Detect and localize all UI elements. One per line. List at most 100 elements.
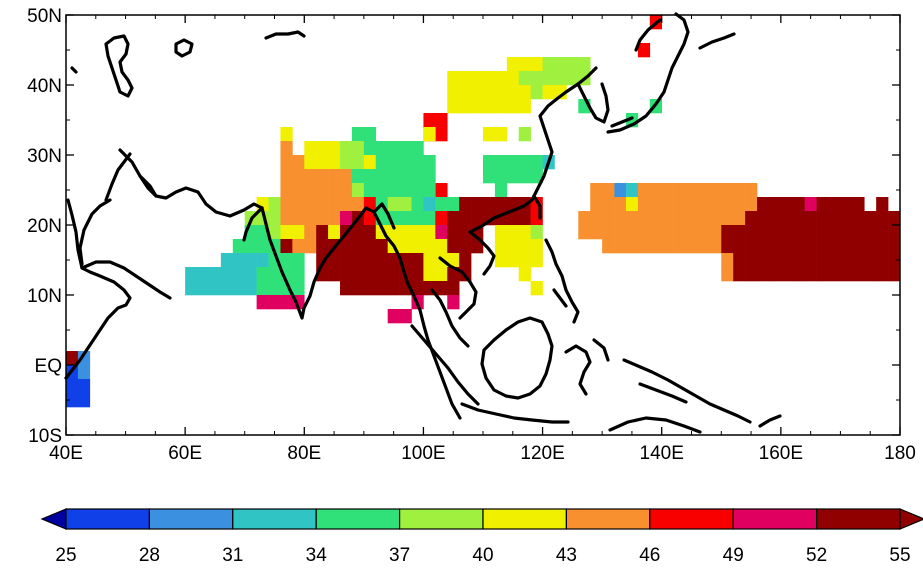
x-tick-label: 140E <box>640 443 684 464</box>
heatmap-cell <box>506 99 520 114</box>
heatmap-cell <box>518 57 531 72</box>
heatmap-cell <box>721 183 734 198</box>
heatmap-cell <box>661 211 674 226</box>
heatmap-cell <box>530 85 543 100</box>
heatmap-cell <box>375 253 388 268</box>
heatmap-cell <box>351 141 365 156</box>
heatmap-cell <box>530 239 543 254</box>
heatmap-cell <box>745 253 758 268</box>
heatmap-cell <box>435 197 448 212</box>
heatmap-cell <box>423 127 436 142</box>
heatmap-cell <box>566 57 579 72</box>
heatmap-cell <box>792 253 805 268</box>
heatmap-cell <box>280 141 293 156</box>
colorbar-label: 55 <box>889 545 910 566</box>
colorbar-below-arrow <box>40 508 67 530</box>
heatmap-cell <box>840 211 853 226</box>
heatmap-cell <box>733 183 746 198</box>
heatmap-cell <box>435 211 448 226</box>
heatmap-cell <box>697 239 710 254</box>
colorbar-segment <box>399 508 484 530</box>
heatmap-cell <box>304 239 317 254</box>
heatmap-cell <box>816 225 829 240</box>
heatmap-cell <box>792 239 805 254</box>
heatmap-cell <box>506 57 520 72</box>
heatmap-cell <box>780 211 794 226</box>
heatmap-cell <box>494 85 508 100</box>
heatmap-cell <box>447 295 460 310</box>
heatmap-cell <box>292 267 305 282</box>
heatmap-cell <box>435 267 448 282</box>
heatmap-cell <box>375 183 388 198</box>
heatmap-cell <box>828 197 841 212</box>
heatmap-cell <box>328 141 341 156</box>
heatmap-cell <box>66 393 79 408</box>
heatmap-cell <box>459 211 472 226</box>
x-tick-label: 120E <box>520 443 564 464</box>
heatmap-cell <box>876 225 889 240</box>
heatmap-cell <box>721 239 734 254</box>
y-tick-label: 40N <box>27 76 62 97</box>
heatmap-cell <box>816 253 829 268</box>
heatmap-cell <box>351 183 365 198</box>
heatmap-cell <box>721 267 734 282</box>
heatmap-cell <box>745 225 758 240</box>
heatmap-cell <box>506 225 520 240</box>
heatmap-cell <box>876 211 889 226</box>
heatmap-cell <box>340 253 353 268</box>
heatmap-cell <box>363 183 377 198</box>
heatmap-cell <box>828 211 841 226</box>
heatmap-cell <box>292 211 305 226</box>
heatmap-cell <box>542 71 555 86</box>
heatmap-cell <box>244 253 257 268</box>
heatmap-cell <box>566 71 579 86</box>
colorbar-label: 52 <box>806 545 827 566</box>
heatmap-cells <box>66 15 901 408</box>
heatmap-cell <box>888 225 901 240</box>
heatmap-cell <box>614 239 627 254</box>
heatmap-cell <box>351 239 365 254</box>
heatmap-cell <box>328 197 341 212</box>
heatmap-cell <box>578 211 591 226</box>
heatmap-cell <box>328 225 341 240</box>
heatmap-cell <box>411 239 424 254</box>
heatmap-cell <box>745 211 758 226</box>
heatmap-cell <box>828 253 841 268</box>
heatmap-cell <box>518 127 531 142</box>
heatmap-cell <box>351 225 365 240</box>
y-tick-label: 10S <box>28 426 62 447</box>
heatmap-cell <box>340 211 353 226</box>
heatmap-cell <box>733 253 746 268</box>
heatmap-cell <box>530 225 543 240</box>
heatmap-cell <box>483 197 496 212</box>
heatmap-cell <box>709 183 722 198</box>
colorbar-label: 43 <box>556 545 577 566</box>
heatmap-cell <box>447 99 460 114</box>
heatmap-cell <box>494 239 508 254</box>
heatmap-cell <box>864 253 877 268</box>
heatmap-cell <box>387 225 400 240</box>
heatmap-cell <box>614 211 627 226</box>
heatmap-cell <box>292 169 305 184</box>
heatmap-cell <box>804 225 817 240</box>
heatmap-cell <box>685 239 698 254</box>
heatmap-cell <box>423 155 436 170</box>
heatmap-cell <box>506 71 520 86</box>
heatmap-cell <box>816 211 829 226</box>
heatmap-cell <box>232 253 246 268</box>
heatmap-cell <box>256 295 269 310</box>
heatmap-cell <box>864 225 877 240</box>
heatmap-cell <box>852 239 865 254</box>
heatmap-cell <box>792 197 805 212</box>
axis-ticks <box>65 14 901 436</box>
heatmap-cell <box>459 225 472 240</box>
heatmap-cell <box>423 225 436 240</box>
heatmap-cell <box>208 267 222 282</box>
heatmap-cell <box>637 239 651 254</box>
heatmap-cell <box>471 211 484 226</box>
heatmap-cell <box>471 99 484 114</box>
heatmap-cell <box>411 281 424 296</box>
heatmap-cell <box>280 211 293 226</box>
heatmap-cell <box>530 57 543 72</box>
